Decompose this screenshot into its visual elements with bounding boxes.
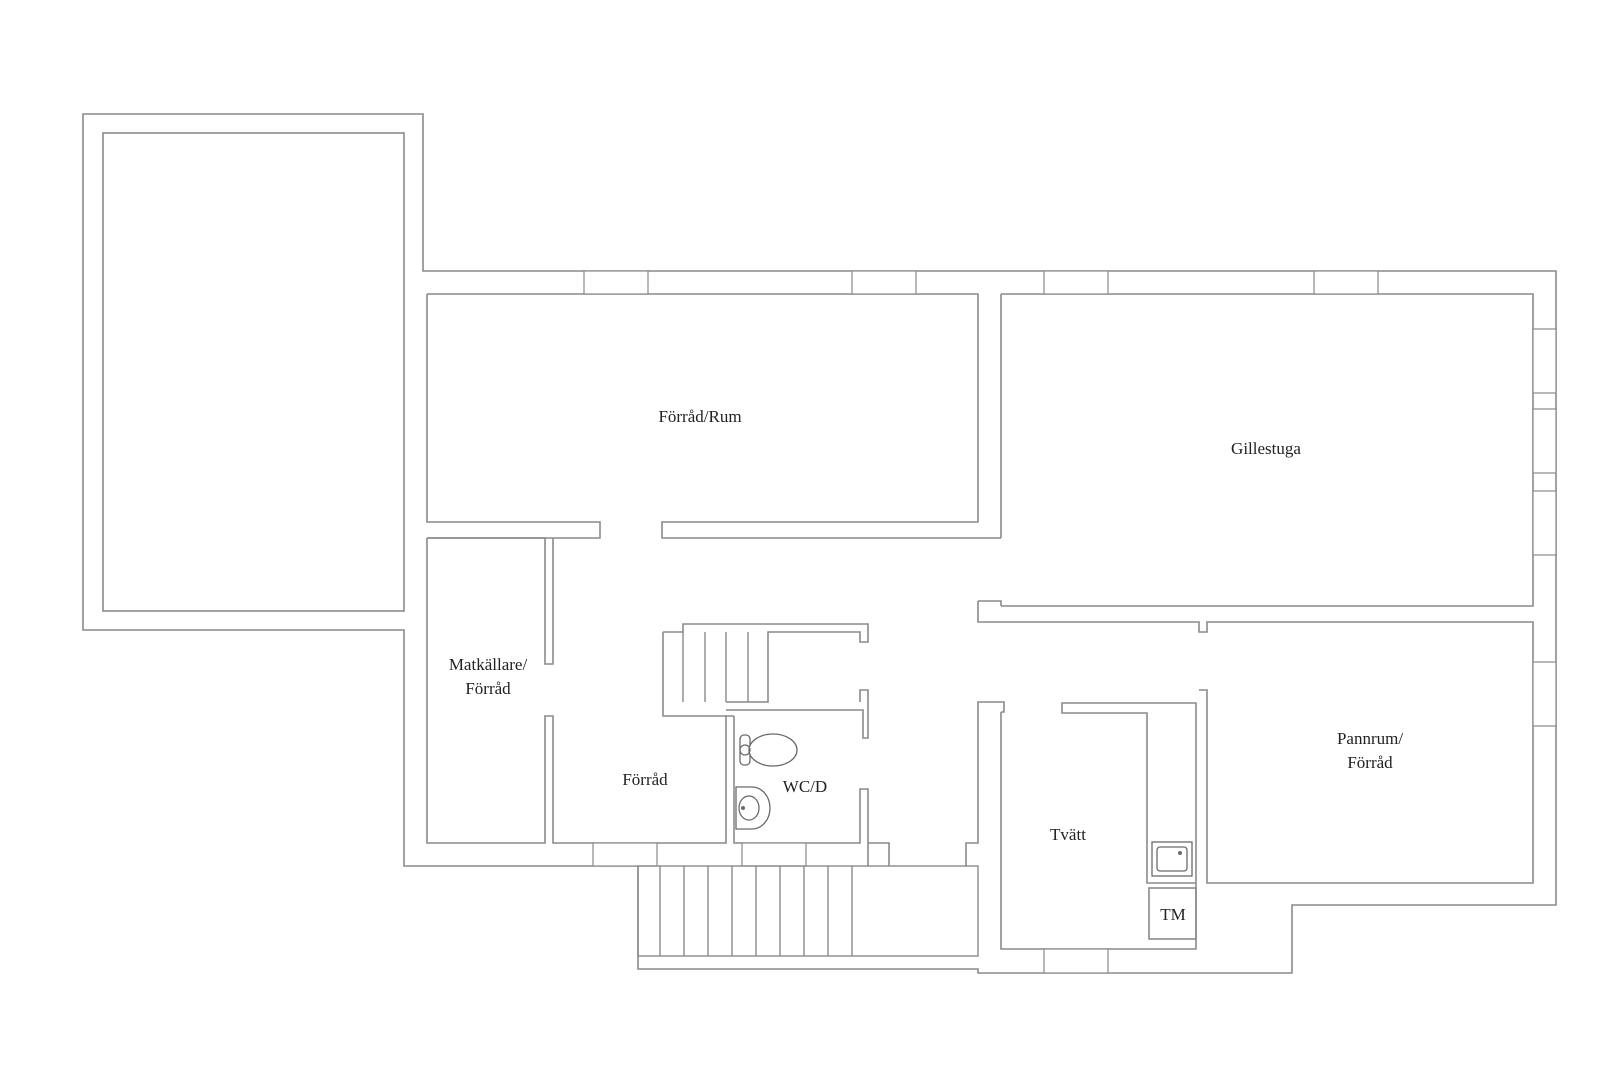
room-label-boiler-room-line2: Förråd bbox=[1347, 753, 1393, 772]
toilet-icon bbox=[739, 733, 798, 767]
outer-walls bbox=[82, 113, 1557, 974]
interior-walls bbox=[426, 293, 1534, 950]
room-labels: Förråd/Rum Gillestuga Matkällare/ Förråd… bbox=[449, 407, 1404, 924]
room-label-laundry: Tvätt bbox=[1050, 825, 1086, 844]
room-label-storage-room: Förråd/Rum bbox=[658, 407, 741, 426]
room-label-boiler-room-line1: Pannrum/ bbox=[1337, 729, 1403, 748]
stairs-upper bbox=[682, 632, 749, 702]
utility-sink-icon bbox=[1151, 841, 1193, 877]
stairs-lower bbox=[637, 865, 979, 957]
room-label-recreation-room: Gillestuga bbox=[1231, 439, 1301, 458]
room-label-washer: TM bbox=[1160, 905, 1186, 924]
room-label-storage: Förråd bbox=[622, 770, 668, 789]
windows bbox=[583, 270, 1557, 974]
bathroom-sink-icon bbox=[735, 786, 771, 830]
room-label-food-cellar-line2: Förråd bbox=[465, 679, 511, 698]
room-label-food-cellar-line1: Matkällare/ bbox=[449, 655, 528, 674]
room-label-wc-shower: WC/D bbox=[783, 777, 827, 796]
